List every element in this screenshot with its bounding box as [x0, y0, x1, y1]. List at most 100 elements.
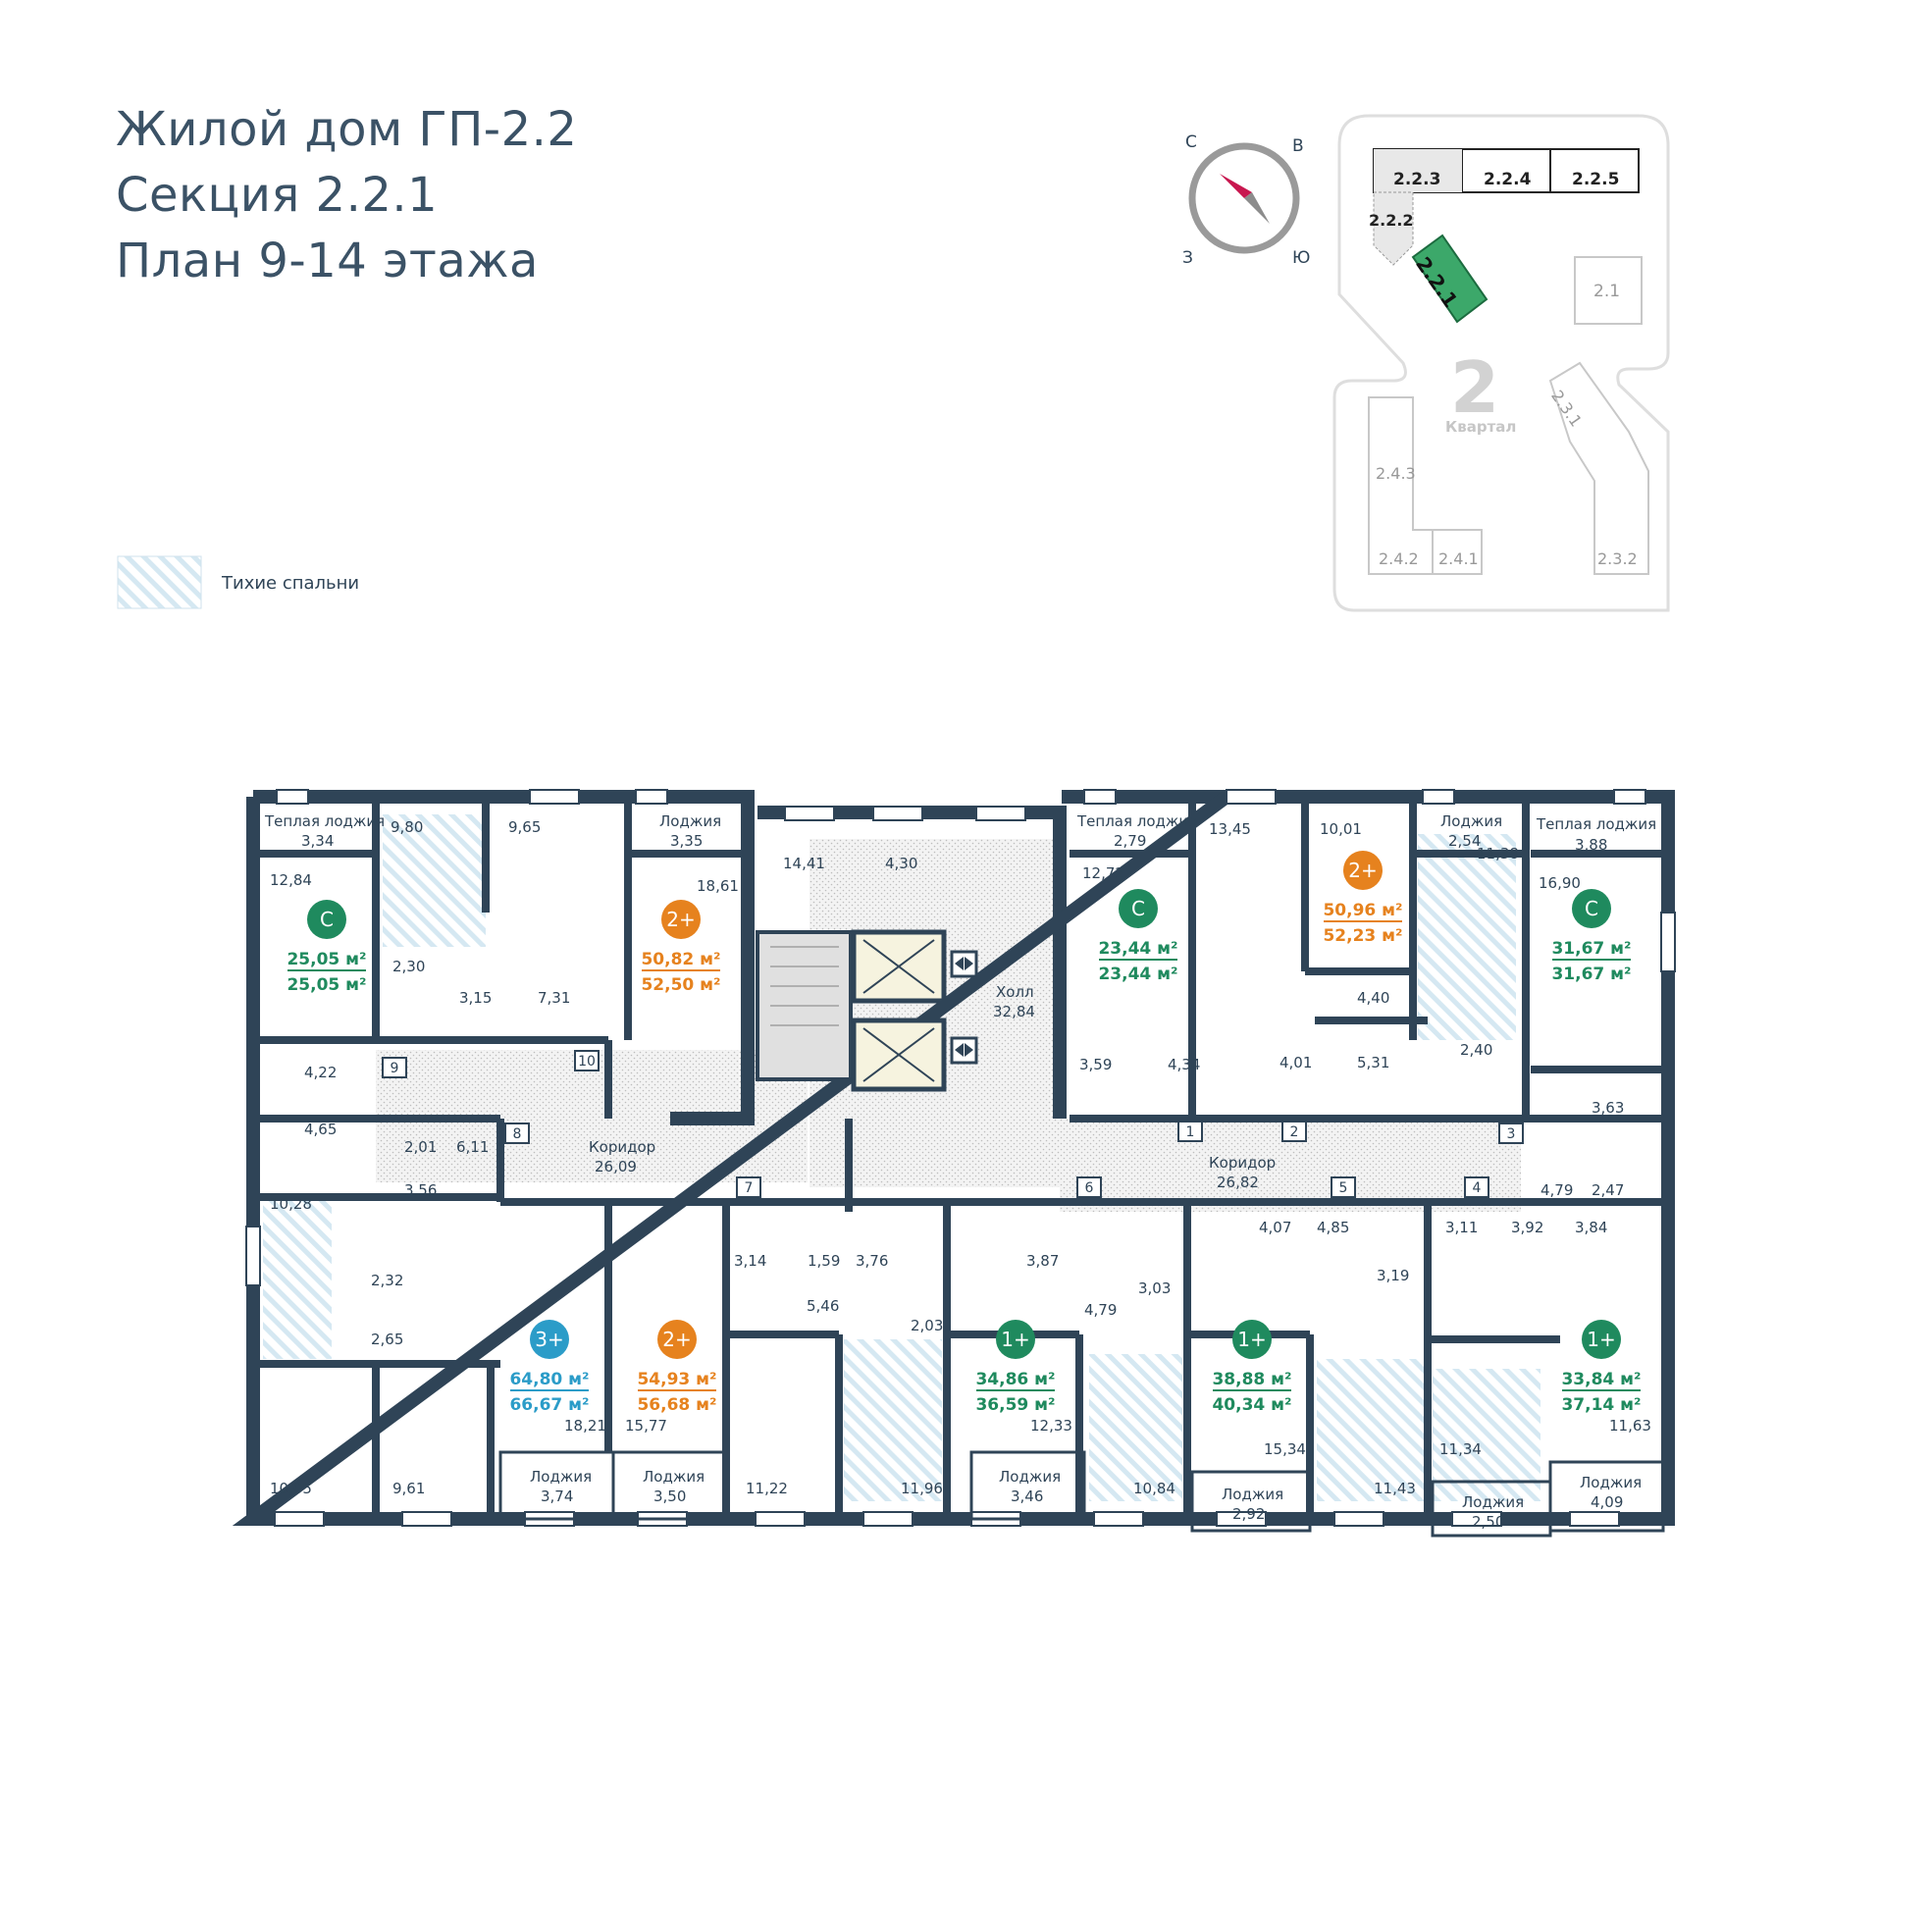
apartment-type-circle [996, 1320, 1035, 1359]
site-section-243: 2.4.3 [1376, 464, 1416, 483]
apartment-type-circle [1119, 889, 1158, 928]
apartment-total-area: 23,44 м² [1098, 965, 1177, 984]
site-section-225: 2.2.5 [1572, 170, 1619, 189]
corridor-left-label: Коридор [589, 1138, 655, 1156]
quiet-bedroom-areas [263, 814, 1540, 1501]
legend-quiet-bedrooms: Тихие спальни [221, 573, 359, 594]
door-number-box [1177, 1121, 1203, 1142]
room-loggia-label: Лоджия [659, 812, 721, 830]
room-area: 1,59 [808, 1252, 840, 1270]
room-area: 4,34 [1168, 1056, 1200, 1073]
site-section-21: 2.1 [1593, 282, 1620, 301]
apartment-living-area: 31,67 м² [1551, 939, 1631, 959]
room-loggia-value: 2,54 [1448, 832, 1481, 850]
room-area: 9,65 [508, 818, 541, 836]
apartment-type-circle [1343, 851, 1383, 890]
door-number: 7 [745, 1180, 754, 1196]
room-loggia-label: Лоджия [1580, 1474, 1642, 1491]
corridor-right-label: Коридор [1209, 1154, 1276, 1172]
site-section-223: 2.2.3 [1393, 170, 1440, 189]
apartment-total-area: 36,59 м² [975, 1395, 1055, 1415]
apartment-type-label: 2+ [666, 908, 695, 931]
compass-west: З [1182, 248, 1193, 268]
site-section-232: 2.3.2 [1597, 549, 1638, 568]
room-area: 10,28 [270, 1195, 312, 1213]
compass-south: Ю [1292, 248, 1310, 268]
room-area: 3,63 [1592, 1099, 1624, 1117]
door-number: 10 [578, 1054, 596, 1070]
room-area: 4,40 [1357, 989, 1389, 1007]
door-number-box [736, 1176, 761, 1198]
plan-title-section: Секция 2.2.1 [116, 168, 439, 223]
apartment-type-circle [1582, 1320, 1621, 1359]
door-number-box [504, 1123, 530, 1144]
room-area: 4,22 [304, 1064, 337, 1081]
room-area: 12,84 [270, 871, 312, 889]
room-area: 3,56 [404, 1181, 437, 1199]
room-area: 2,03 [911, 1317, 943, 1334]
room-loggia-label: Теплая лоджия [1536, 815, 1656, 833]
apartment-type-label: 2+ [1348, 859, 1377, 882]
room-area: 2,01 [404, 1138, 437, 1156]
apartment-type-label: С [320, 908, 334, 931]
apartment-total-area: 31,67 м² [1551, 965, 1631, 984]
room-area: 5,46 [807, 1297, 839, 1315]
room-area: 4,65 [304, 1121, 337, 1138]
apartment-total-area: 40,34 м² [1212, 1395, 1291, 1415]
door-number-box [1498, 1123, 1524, 1144]
room-area: 3,19 [1377, 1267, 1409, 1284]
room-area: 11,34 [1439, 1440, 1482, 1458]
apartment-badge: 3+ 64,80 м² 66,67 м² [509, 1320, 590, 1415]
apartment-total-area: 56,68 м² [637, 1395, 716, 1415]
room-loggia-value: 3,50 [653, 1488, 686, 1505]
room-area: 11,38 [1477, 845, 1519, 862]
room-loggia-value: 3,74 [541, 1488, 573, 1505]
site-section-224: 2.2.4 [1484, 170, 1532, 189]
loggias [498, 1450, 1665, 1538]
apartment-living-area: 64,80 м² [509, 1370, 589, 1389]
apartment-total-area: 52,23 м² [1323, 926, 1402, 946]
room-area: 7,31 [538, 989, 570, 1007]
compass-east: В [1292, 136, 1304, 156]
apartment-badge: 2+ 50,96 м² 52,23 м² [1323, 851, 1403, 946]
room-loggia-label: Лоджия [530, 1468, 592, 1486]
floor-plan [232, 789, 1676, 1538]
room-loggia-label: Теплая лоджия [1076, 812, 1197, 830]
room-area: 4,30 [885, 855, 917, 872]
room-area: 9,80 [391, 818, 423, 836]
room-area: 10,05 [270, 1480, 312, 1497]
corridor-right-area: 26,82 [1217, 1174, 1259, 1191]
room-loggia-value: 2,79 [1114, 832, 1146, 850]
apartment-type-label: 3+ [535, 1328, 563, 1351]
apartment-living-area: 54,93 м² [637, 1370, 716, 1389]
room-loggia-value: 3,34 [301, 832, 334, 850]
interior-walls [260, 797, 1668, 1519]
compass-north: С [1185, 132, 1197, 152]
room-area: 5,31 [1357, 1054, 1389, 1071]
room-area: 18,61 [697, 877, 739, 895]
room-area: 9,61 [392, 1480, 425, 1497]
room-area: 14,41 [783, 855, 825, 872]
door-number-box [574, 1050, 600, 1071]
room-area: 4,79 [1084, 1301, 1117, 1319]
room-area: 3,15 [459, 989, 492, 1007]
apartment-type-circle [657, 1320, 697, 1359]
door-number: 3 [1507, 1126, 1516, 1142]
room-area: 11,96 [901, 1480, 943, 1497]
apartment-living-area: 50,96 м² [1323, 901, 1402, 920]
room-area: 3,59 [1079, 1056, 1112, 1073]
door-number: 8 [513, 1126, 522, 1142]
corridor-left-area: 26,09 [595, 1158, 637, 1175]
apartment-living-area: 34,86 м² [975, 1370, 1055, 1389]
door-number-box [1331, 1176, 1356, 1198]
door-number-box [1281, 1121, 1307, 1142]
apartment-total-area: 66,67 м² [509, 1395, 589, 1415]
